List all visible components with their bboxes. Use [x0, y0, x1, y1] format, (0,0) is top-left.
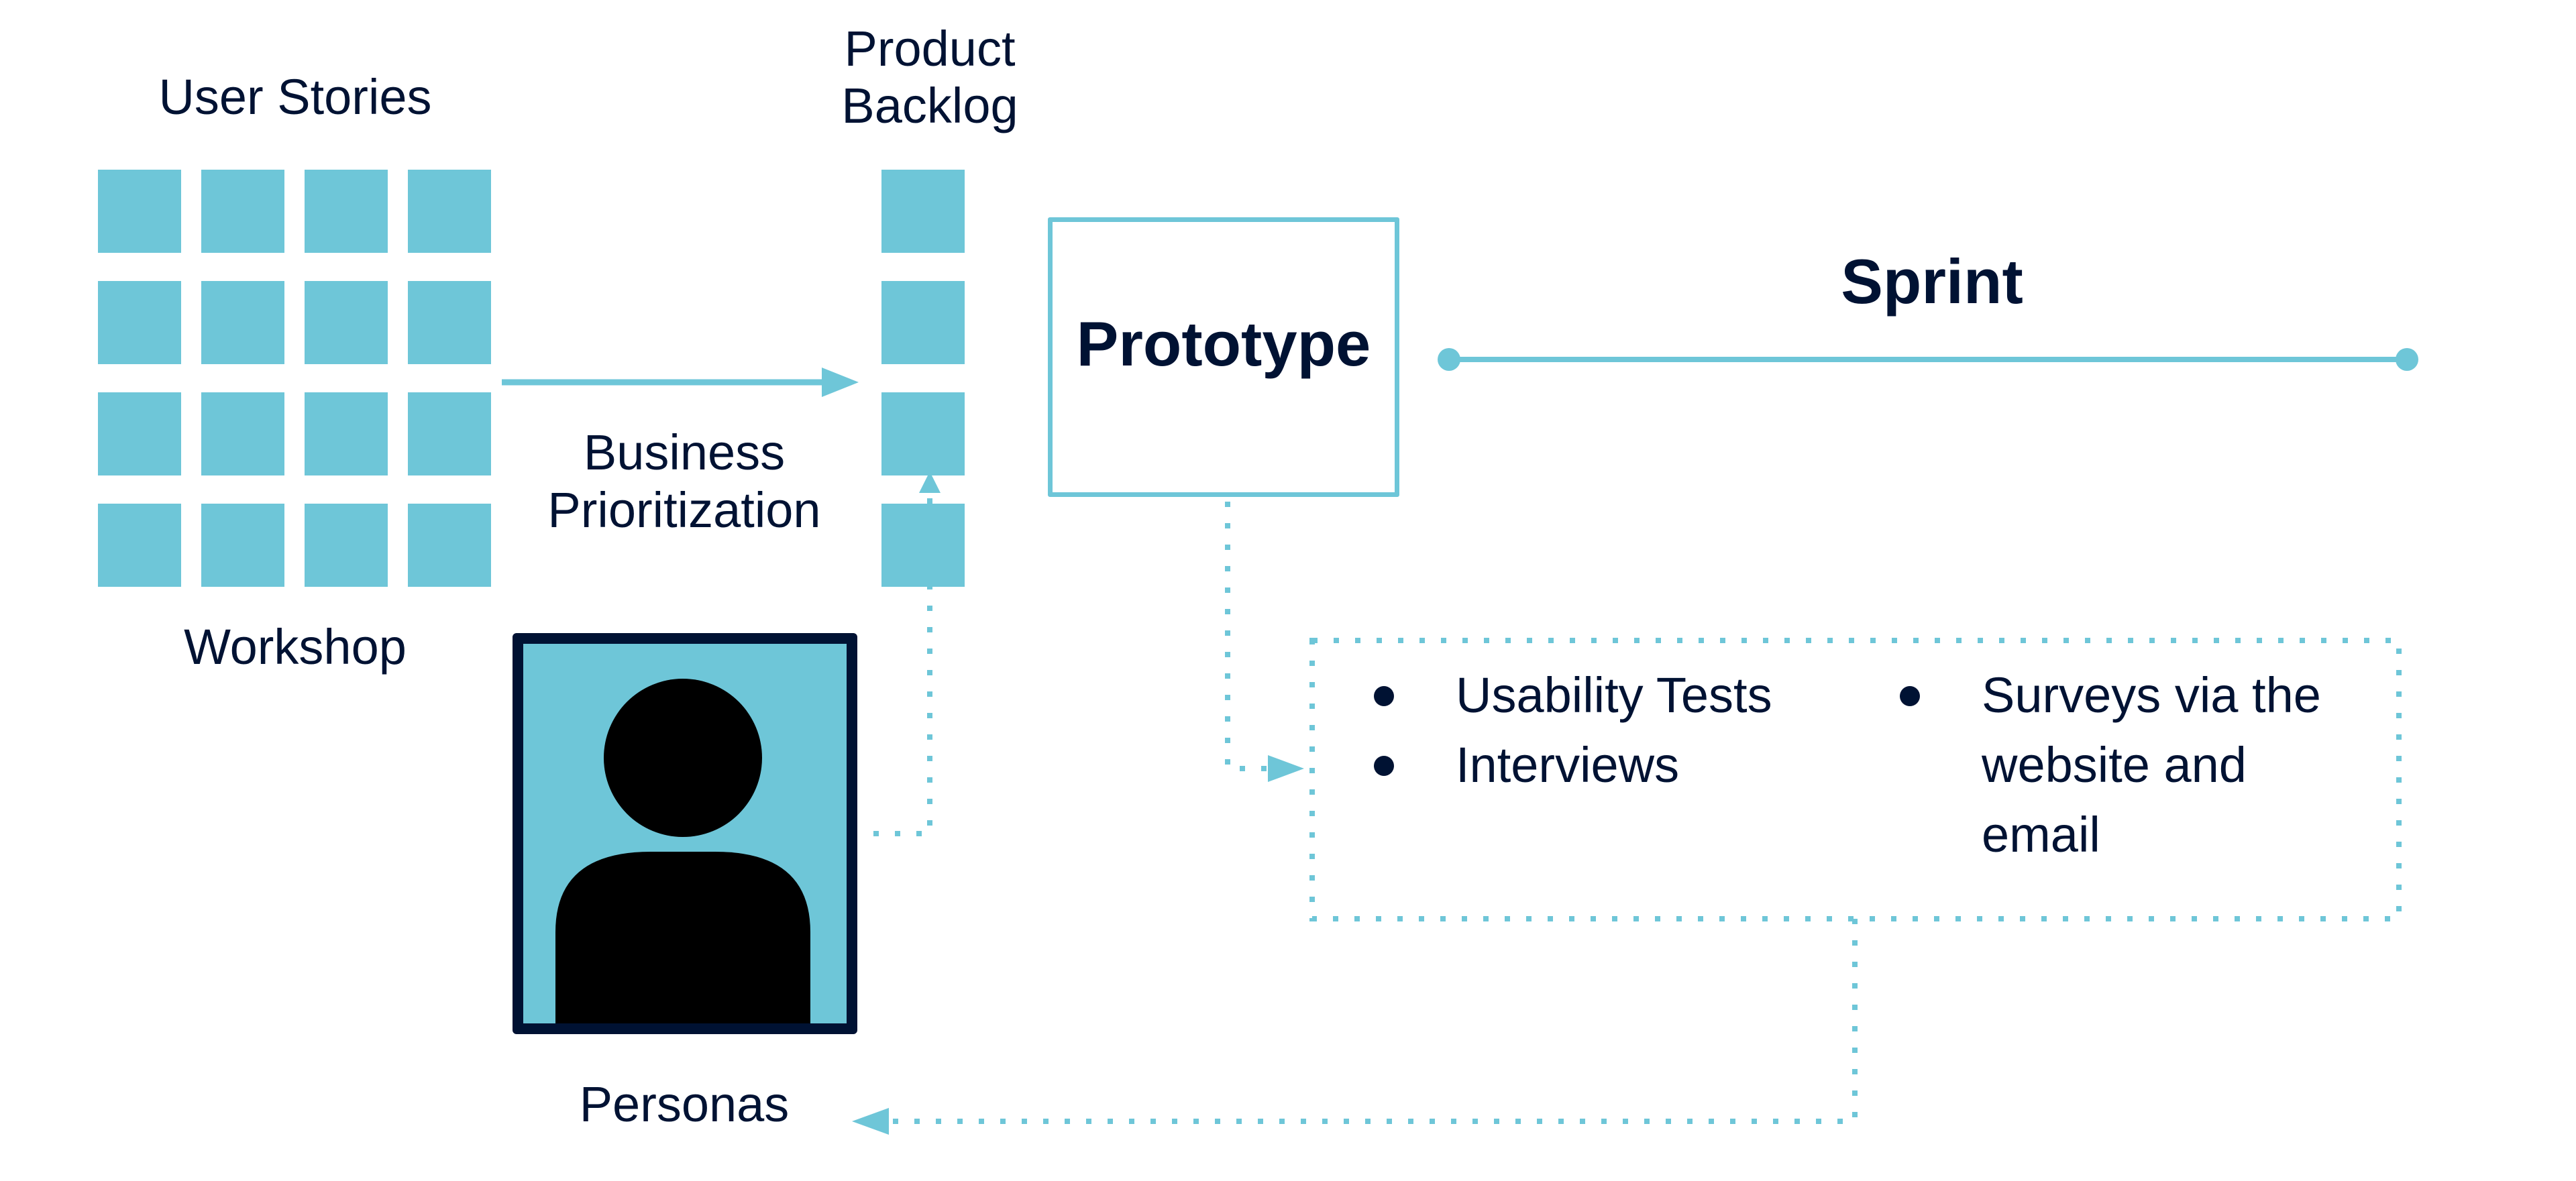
user-story-card: [201, 170, 284, 253]
prototype-to-feedback-connector: [1225, 502, 1268, 771]
feedback-methods-left: Usability Tests Interviews: [1355, 661, 1865, 800]
bullet-icon: [1374, 756, 1394, 776]
arrow-right-icon: [822, 368, 859, 397]
person-silhouette-icon: [555, 679, 810, 1023]
workshop-label: Workshop: [184, 619, 407, 675]
backlog-item: [881, 504, 965, 587]
user-story-card: [98, 392, 181, 475]
feedback-method-text: Usability Tests: [1456, 667, 1772, 723]
arrow-right-icon: [1268, 755, 1304, 782]
user-story-card: [98, 281, 181, 364]
user-story-card: [305, 170, 388, 253]
personas-to-backlog-connector: [873, 493, 932, 836]
user-story-card: [408, 170, 491, 253]
feedback-method-text-line: website and: [1982, 737, 2247, 793]
user-story-card: [408, 504, 491, 587]
sprint-end-dot: [2396, 348, 2418, 371]
feedback-methods-right: Surveys via the website and email: [1881, 661, 2364, 870]
user-story-card: [98, 170, 181, 253]
product-backlog-label: Product Backlog: [796, 20, 1064, 134]
persona-card: [513, 633, 857, 1034]
feedback-method-item: Interviews: [1355, 730, 1865, 800]
user-stories-label: User Stories: [158, 69, 432, 125]
sprint-start-dot: [1438, 348, 1460, 371]
product-backlog-label-line2: Backlog: [841, 78, 1018, 134]
prototype-label: Prototype: [1076, 308, 1371, 379]
user-story-card: [305, 504, 388, 587]
user-story-card: [305, 392, 388, 475]
sprint-label: Sprint: [1841, 246, 2023, 317]
backlog-item: [881, 170, 965, 253]
user-story-card: [201, 281, 284, 364]
user-story-card: [201, 504, 284, 587]
feedback-method-item: Usability Tests: [1355, 661, 1865, 730]
personas-label: Personas: [579, 1076, 790, 1132]
feedback-method-text-line: email: [1982, 807, 2100, 862]
business-prioritization-label: Business Prioritization: [510, 424, 859, 539]
user-story-card: [408, 281, 491, 364]
bullet-icon: [1374, 686, 1394, 706]
backlog-item: [881, 392, 965, 475]
arrow-up-icon: [919, 471, 941, 493]
user-story-card: [305, 281, 388, 364]
feedback-method-item: Surveys via the website and email: [1881, 661, 2364, 870]
feedback-method-text: Interviews: [1456, 737, 1680, 793]
prototype-box: Prototype: [1048, 217, 1399, 497]
feedback-to-personas-connector: [889, 919, 1858, 1124]
feedback-method-text-line: Surveys via the: [1982, 667, 2321, 723]
business-prioritization-line1: Business: [583, 425, 786, 480]
business-prioritization-line2: Prioritization: [547, 482, 821, 538]
backlog-item: [881, 281, 965, 364]
user-story-card: [201, 392, 284, 475]
product-backlog-label-line1: Product: [844, 21, 1016, 76]
feedback-box-border: [1309, 638, 2402, 921]
user-story-card: [98, 504, 181, 587]
bullet-icon: [1900, 686, 1920, 706]
user-stories-grid: [98, 170, 491, 588]
user-story-card: [408, 392, 491, 475]
product-backlog-column: [881, 170, 965, 588]
arrow-left-icon: [852, 1108, 889, 1135]
